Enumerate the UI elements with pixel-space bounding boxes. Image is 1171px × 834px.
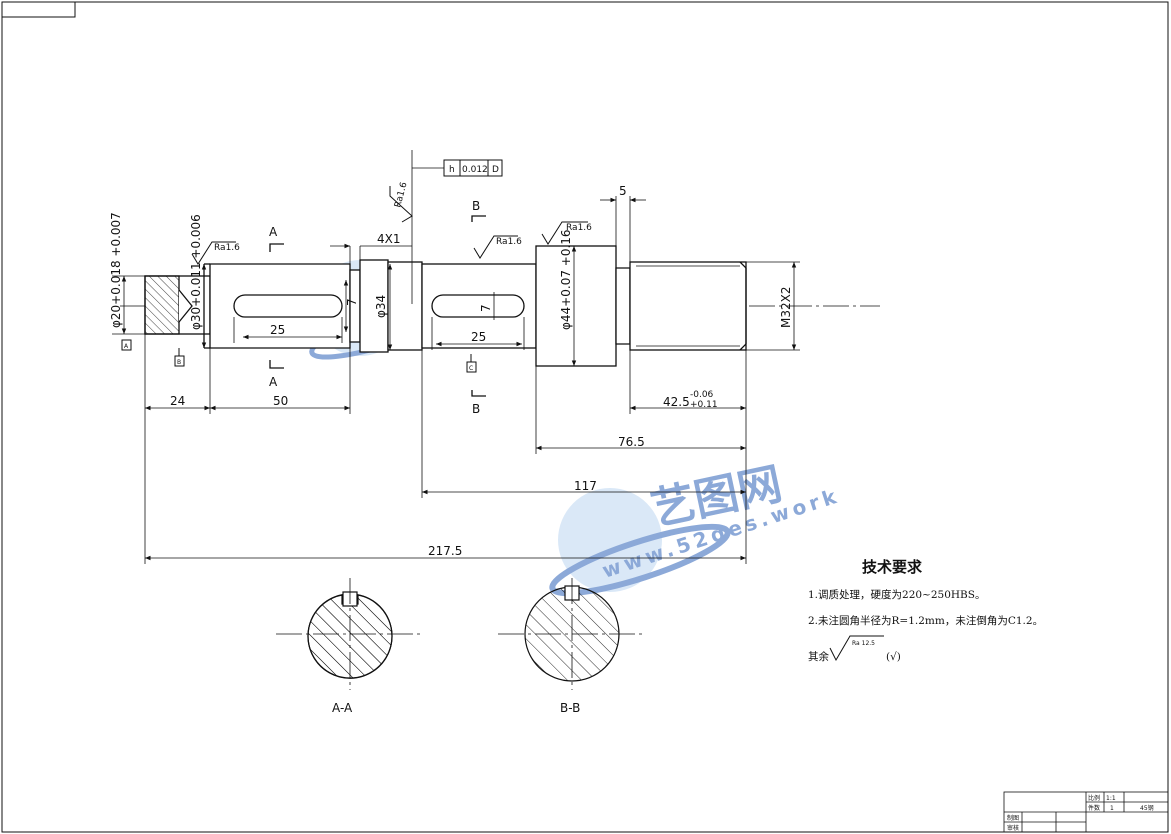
roughness-1: Ra1.6 <box>214 243 240 253</box>
dim-phi44: φ44+0.07 +0.16 <box>559 229 573 330</box>
gdt-frame <box>443 159 503 177</box>
dim-7-left: 7 <box>345 298 359 306</box>
roughness-icon-4 <box>389 186 413 223</box>
tb-scale-value: 1:1 <box>1106 795 1116 802</box>
dim-m32: M32X2 <box>779 287 793 328</box>
section-a-bottom: A <box>269 375 278 389</box>
section-label-aa: A-A <box>332 701 353 715</box>
dim-42-5-tol-lo: +0.11 <box>690 400 718 410</box>
tb-scale-label: 比例 <box>1088 794 1100 802</box>
dim-25-right: 25 <box>471 330 486 344</box>
section-a-top: A <box>269 225 278 239</box>
roughness-4: Ra1.6 <box>393 181 409 209</box>
dim-7-right: 7 <box>479 304 493 312</box>
dim-24: 24 <box>170 394 185 408</box>
section-view-bb <box>498 578 646 690</box>
notes-item-1: 1.调质处理，硬度为220~250HBS。 <box>808 588 985 601</box>
dim-25-left: 25 <box>270 323 285 337</box>
tb-qty-value: 1 <box>1110 805 1114 812</box>
gdt-datum: D <box>492 165 499 175</box>
tb-drawn: 制图 <box>1007 814 1019 822</box>
dim-4x1: 4X1 <box>377 232 401 246</box>
dim-76-5: 76.5 <box>618 435 645 449</box>
roughness-icon-3 <box>541 221 588 245</box>
tb-checked: 审核 <box>1007 824 1019 832</box>
notes-rest-prefix: 其余 <box>808 650 829 663</box>
datum-b: B <box>177 359 181 366</box>
roughness-3: Ra1.6 <box>566 223 592 233</box>
notes-item-2: 2.未注圆角半径为R=1.2mm，未注倒角为C1.2。 <box>808 614 1043 627</box>
dim-50: 50 <box>273 394 288 408</box>
dimension-lines <box>112 150 800 564</box>
notes-rest-ra: Ra 12.5 <box>852 640 875 647</box>
tb-material: 45钢 <box>1140 804 1154 812</box>
dimension-texts: 24 50 25 25 4X1 5 76.5 117 217.5 42.5 -0… <box>109 184 793 558</box>
datum-c: C <box>469 365 473 372</box>
section-b-top: B <box>472 199 480 213</box>
tb-qty-label: 件数 <box>1088 804 1100 812</box>
roughness-rest-icon <box>829 635 884 662</box>
dim-42-5-tol-up: -0.06 <box>690 390 714 400</box>
roughness-icon-2 <box>473 235 518 259</box>
dim-42-5: 42.5 <box>663 395 690 409</box>
section-b-bottom: B <box>472 402 480 416</box>
dim-117: 117 <box>574 479 597 493</box>
datum-markers <box>121 339 477 373</box>
section-label-bb: B-B <box>560 701 580 715</box>
section-arrows <box>269 215 486 397</box>
notes-title: 技术要求 <box>862 558 923 576</box>
gdt-value: 0.012 <box>462 165 488 175</box>
dim-phi20: φ20+0.018 +0.007 <box>109 212 123 328</box>
roughness-icon-1 <box>191 241 236 265</box>
section-view-aa <box>276 578 424 690</box>
dim-phi30: φ30+0.011 +0.006 <box>189 214 203 330</box>
title-block <box>1003 791 1169 833</box>
dim-5: 5 <box>619 184 627 198</box>
technical-notes: 技术要求 1.调质处理，硬度为220~250HBS。 2.未注圆角半径为R=1.… <box>808 558 1043 663</box>
notes-rest-suffix: (√) <box>886 651 901 663</box>
gdt-symbol: h <box>449 165 455 175</box>
roughness-2: Ra1.6 <box>496 237 522 247</box>
dim-217-5: 217.5 <box>428 544 462 558</box>
dim-phi34: φ34 <box>374 295 388 318</box>
datum-a: A <box>124 343 129 350</box>
shaft-outline <box>144 245 747 367</box>
roughness-symbols <box>191 186 588 265</box>
